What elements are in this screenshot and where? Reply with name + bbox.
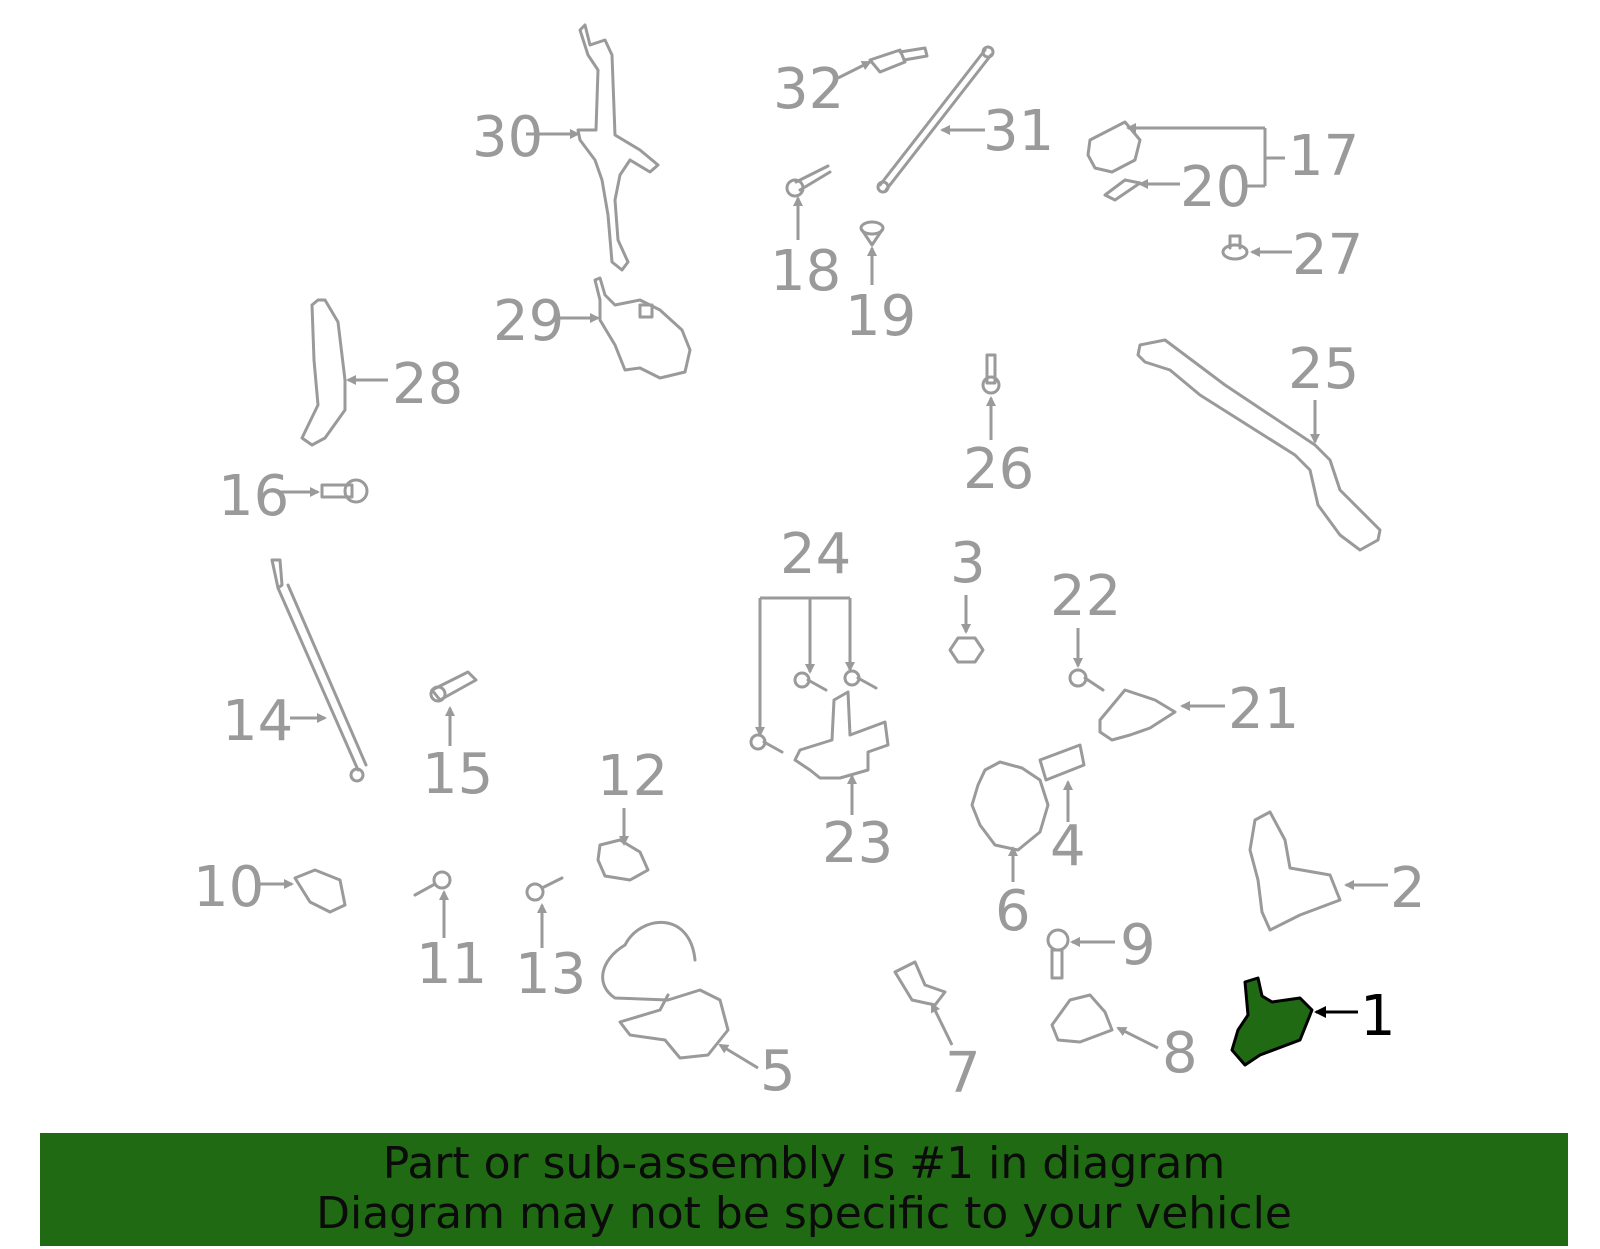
- callout-23[interactable]: 23: [822, 811, 893, 876]
- callout-1[interactable]: 1: [1360, 984, 1396, 1049]
- part-9-drawing: [1046, 928, 1070, 980]
- callout-14[interactable]: 14: [222, 689, 293, 754]
- callout-5[interactable]: 5: [760, 1039, 796, 1104]
- callout-12[interactable]: 12: [597, 744, 668, 809]
- part-4-drawing: [1038, 743, 1086, 782]
- callout-18[interactable]: 18: [770, 239, 841, 304]
- part-6-drawing: [970, 760, 1050, 852]
- callout-15[interactable]: 15: [422, 742, 493, 807]
- callout-11[interactable]: 11: [416, 932, 487, 997]
- leader-lines: [258, 60, 1388, 1070]
- callout-31[interactable]: 31: [983, 99, 1054, 164]
- banner-line-2: Diagram may not be specific to your vehi…: [316, 1188, 1292, 1239]
- callout-7[interactable]: 7: [945, 1041, 981, 1106]
- callout-20[interactable]: 20: [1180, 155, 1251, 220]
- part-30-drawing: [576, 23, 660, 272]
- part-18-drawing: [785, 164, 832, 198]
- part-31-drawing: [876, 45, 995, 194]
- part-3-drawing: [948, 636, 985, 664]
- part-5-drawing: [601, 921, 730, 1060]
- part-7-drawing: [893, 960, 947, 1007]
- part-22-drawing: [1068, 668, 1105, 692]
- part-28-drawing: [300, 298, 347, 447]
- callout-27[interactable]: 27: [1292, 223, 1363, 288]
- part-15-drawing: [429, 670, 478, 703]
- callout-17[interactable]: 17: [1288, 124, 1359, 189]
- part-23-drawing: [793, 690, 890, 780]
- callout-16[interactable]: 16: [218, 464, 289, 529]
- part-10-drawing: [293, 868, 347, 914]
- callout-8[interactable]: 8: [1162, 1021, 1198, 1086]
- callout-28[interactable]: 28: [392, 352, 463, 417]
- part-8-drawing: [1050, 993, 1114, 1044]
- callout-19[interactable]: 19: [845, 284, 916, 349]
- part-26-drawing: [981, 353, 1001, 395]
- part-1-drawing[interactable]: [1230, 976, 1314, 1067]
- part-21-drawing: [1098, 688, 1177, 742]
- callout-24[interactable]: 24: [780, 522, 851, 587]
- part-11-drawing: [413, 870, 452, 897]
- part-16-drawing: [320, 478, 369, 504]
- callout-29[interactable]: 29: [493, 289, 564, 354]
- part-25-drawing: [1136, 338, 1382, 552]
- part-14-drawing: [270, 558, 368, 783]
- callout-9[interactable]: 9: [1120, 913, 1156, 978]
- part-20-drawing: [1103, 178, 1142, 202]
- callout-2[interactable]: 2: [1390, 856, 1426, 921]
- callout-21[interactable]: 21: [1228, 677, 1299, 742]
- info-banner: Part or sub-assembly is #1 in diagram Di…: [40, 1133, 1568, 1246]
- part-27-drawing: [1221, 234, 1249, 261]
- callout-25[interactable]: 25: [1288, 337, 1359, 402]
- callout-13[interactable]: 13: [515, 942, 586, 1007]
- callout-4[interactable]: 4: [1050, 814, 1086, 879]
- callout-10[interactable]: 10: [193, 855, 264, 920]
- callout-3[interactable]: 3: [950, 531, 986, 596]
- callout-6[interactable]: 6: [995, 879, 1031, 944]
- part-32-drawing: [868, 46, 929, 74]
- callout-26[interactable]: 26: [963, 437, 1034, 502]
- part-2-drawing: [1248, 810, 1342, 932]
- part-12-drawing: [596, 838, 650, 882]
- callout-22[interactable]: 22: [1050, 564, 1121, 629]
- part-29-drawing: [593, 276, 692, 380]
- callout-30[interactable]: 30: [472, 105, 543, 170]
- callout-labels: 32 31 30 17 20 18 19 27 29 28 25 26 16 2…: [193, 57, 1426, 1106]
- part-13-drawing: [525, 876, 564, 902]
- banner-line-1: Part or sub-assembly is #1 in diagram: [382, 1138, 1226, 1189]
- part-19-drawing: [859, 220, 885, 247]
- callout-32[interactable]: 32: [773, 57, 844, 122]
- part-24-drawing: [749, 669, 878, 754]
